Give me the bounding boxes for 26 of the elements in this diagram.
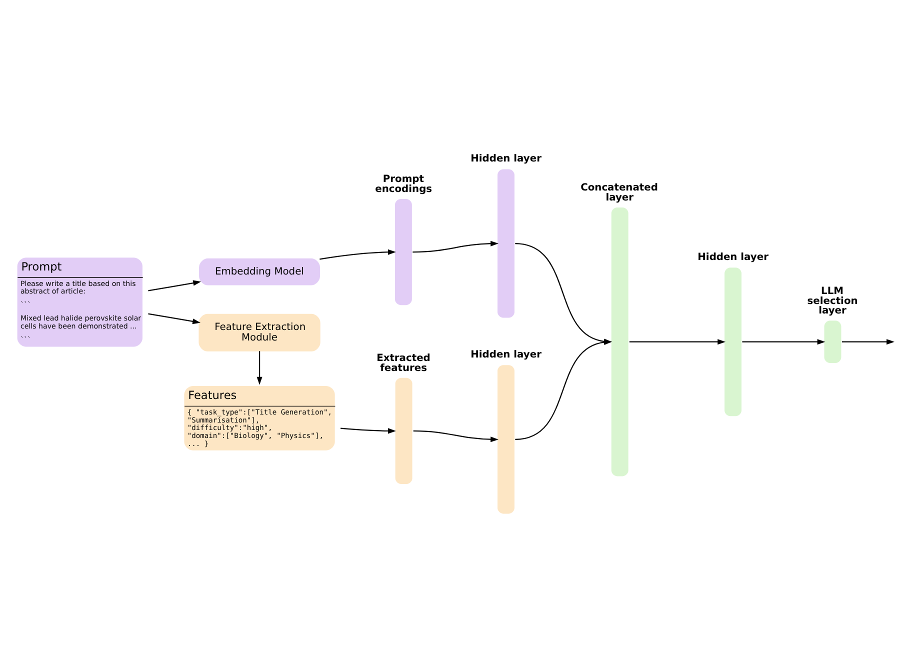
node-bar [498, 168, 514, 318]
node-bar [498, 364, 514, 514]
node-box: Feature Extraction Module [198, 313, 320, 351]
arrow [842, 338, 894, 344]
node-box: Embedding Model [199, 258, 320, 285]
arrow [256, 350, 262, 384]
arrow [742, 338, 826, 344]
node-bar [394, 198, 412, 305]
node-label: Hidden layer [470, 153, 542, 164]
arrow [413, 430, 499, 442]
arrow [629, 338, 726, 344]
node-bar [395, 377, 412, 484]
arrow [412, 240, 499, 252]
node-label: Concatenated layer [580, 182, 658, 204]
node-label: Prompt encodings [375, 174, 432, 195]
node-label: Extracted features [376, 352, 430, 374]
node-label: Hidden layer [470, 349, 542, 360]
arrow [148, 312, 200, 324]
node-bar [724, 267, 742, 416]
node-label: Hidden layer [698, 251, 768, 262]
node-bar [824, 320, 842, 363]
arrow [148, 280, 202, 291]
arrow [340, 427, 396, 434]
node-bar [611, 206, 628, 476]
arrow [320, 248, 396, 260]
node-label: LLM selection layer [807, 285, 858, 316]
